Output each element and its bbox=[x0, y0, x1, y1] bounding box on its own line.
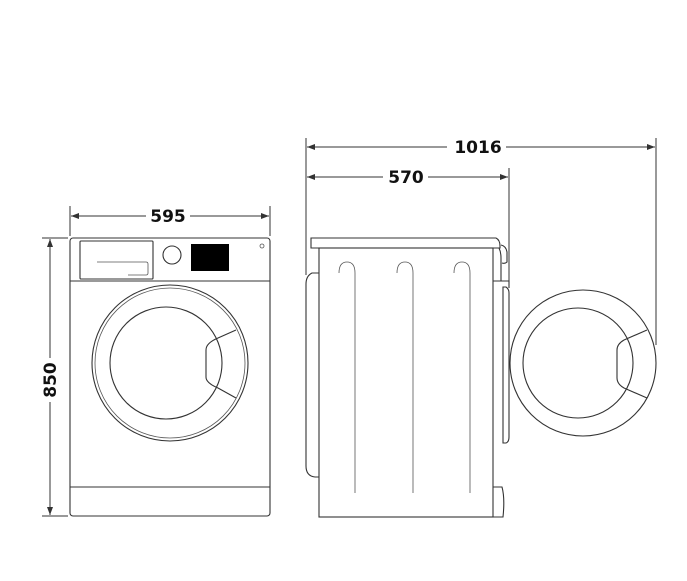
door-hinge-edge bbox=[502, 286, 510, 444]
depth-dimension: 570 bbox=[307, 168, 510, 285]
door-front bbox=[91, 284, 249, 442]
front-panel-lower bbox=[493, 280, 510, 518]
side-view: 1016 570 bbox=[305, 138, 657, 518]
front-view: 595 850 bbox=[41, 206, 271, 517]
drum-ribs bbox=[338, 261, 471, 493]
front-panel-edge bbox=[493, 247, 502, 282]
program-knob bbox=[162, 245, 182, 265]
top-plate bbox=[310, 237, 501, 249]
side-knob bbox=[500, 244, 508, 264]
height-dimension: 850 bbox=[41, 237, 68, 517]
rear-bulge bbox=[305, 272, 319, 478]
width-dimension: 595 bbox=[69, 206, 271, 236]
width-label: 595 bbox=[150, 207, 186, 227]
depth-label: 570 bbox=[388, 168, 424, 188]
depth-open-label: 1016 bbox=[454, 138, 501, 158]
height-label: 850 bbox=[41, 362, 61, 398]
door-open bbox=[509, 289, 657, 437]
door-handle bbox=[205, 329, 237, 399]
door-open-handle bbox=[616, 329, 648, 399]
machine-body-side bbox=[318, 247, 494, 518]
drawer-handle bbox=[97, 261, 149, 276]
depth-open-dimension: 1016 bbox=[305, 138, 657, 345]
detergent-drawer bbox=[79, 240, 154, 280]
display-screen bbox=[191, 244, 229, 271]
machine-body-front bbox=[69, 237, 271, 517]
indicator-light bbox=[259, 243, 265, 249]
